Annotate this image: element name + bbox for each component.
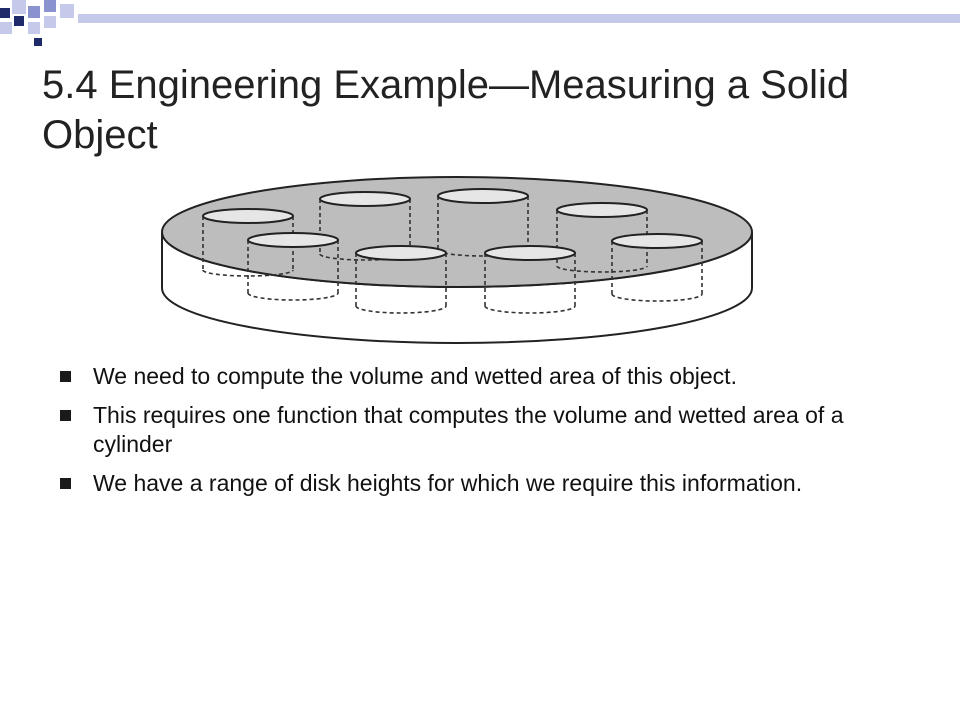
deco-square-light-1	[12, 0, 26, 14]
deco-square-light-3	[28, 22, 40, 34]
cylinder-pocket-top	[437, 188, 529, 204]
square-bullet-icon	[60, 410, 71, 421]
deco-top-bar	[78, 14, 960, 23]
cylinder-pocket-top	[355, 245, 447, 261]
corner-decoration	[0, 0, 960, 46]
cylinder-pocket	[355, 253, 447, 314]
bullet-list: We need to compute the volume and wetted…	[60, 362, 920, 508]
cylinder-pocket	[202, 216, 294, 277]
cylinder-pocket-top	[202, 208, 294, 224]
deco-square-mid-2	[44, 0, 56, 12]
cylinder-pocket-top	[247, 232, 339, 248]
cylinder-pocket	[247, 240, 339, 301]
bullet-item: We need to compute the volume and wetted…	[60, 362, 920, 391]
deco-square-light-4	[44, 16, 56, 28]
cylinder-pocket-top	[484, 245, 576, 261]
deco-square-navy-3	[34, 38, 42, 46]
bullet-text: This requires one function that computes…	[93, 402, 844, 457]
square-bullet-icon	[60, 478, 71, 489]
deco-square-light-2	[0, 22, 12, 34]
deco-square-mid-1	[28, 6, 40, 18]
deco-square-navy-1	[0, 8, 10, 18]
cylinder-pocket-top	[556, 202, 648, 218]
slide-title: 5.4 Engineering Example—Measuring a Soli…	[42, 63, 850, 157]
deco-square-light-5	[60, 4, 74, 18]
square-bullet-icon	[60, 371, 71, 382]
bullet-item: This requires one function that computes…	[60, 401, 920, 459]
cylinder-pocket	[484, 253, 576, 314]
bullet-text: We need to compute the volume and wetted…	[93, 363, 737, 389]
deco-square-navy-2	[14, 16, 24, 26]
cylinder-pocket-top	[319, 191, 411, 207]
bullet-text: We have a range of disk heights for whic…	[93, 470, 803, 496]
cylinder-pocket-top	[611, 233, 703, 249]
bullet-item: We have a range of disk heights for whic…	[60, 469, 920, 498]
cylinder-pocket	[611, 241, 703, 302]
disk-with-cylinders-figure	[161, 176, 753, 344]
